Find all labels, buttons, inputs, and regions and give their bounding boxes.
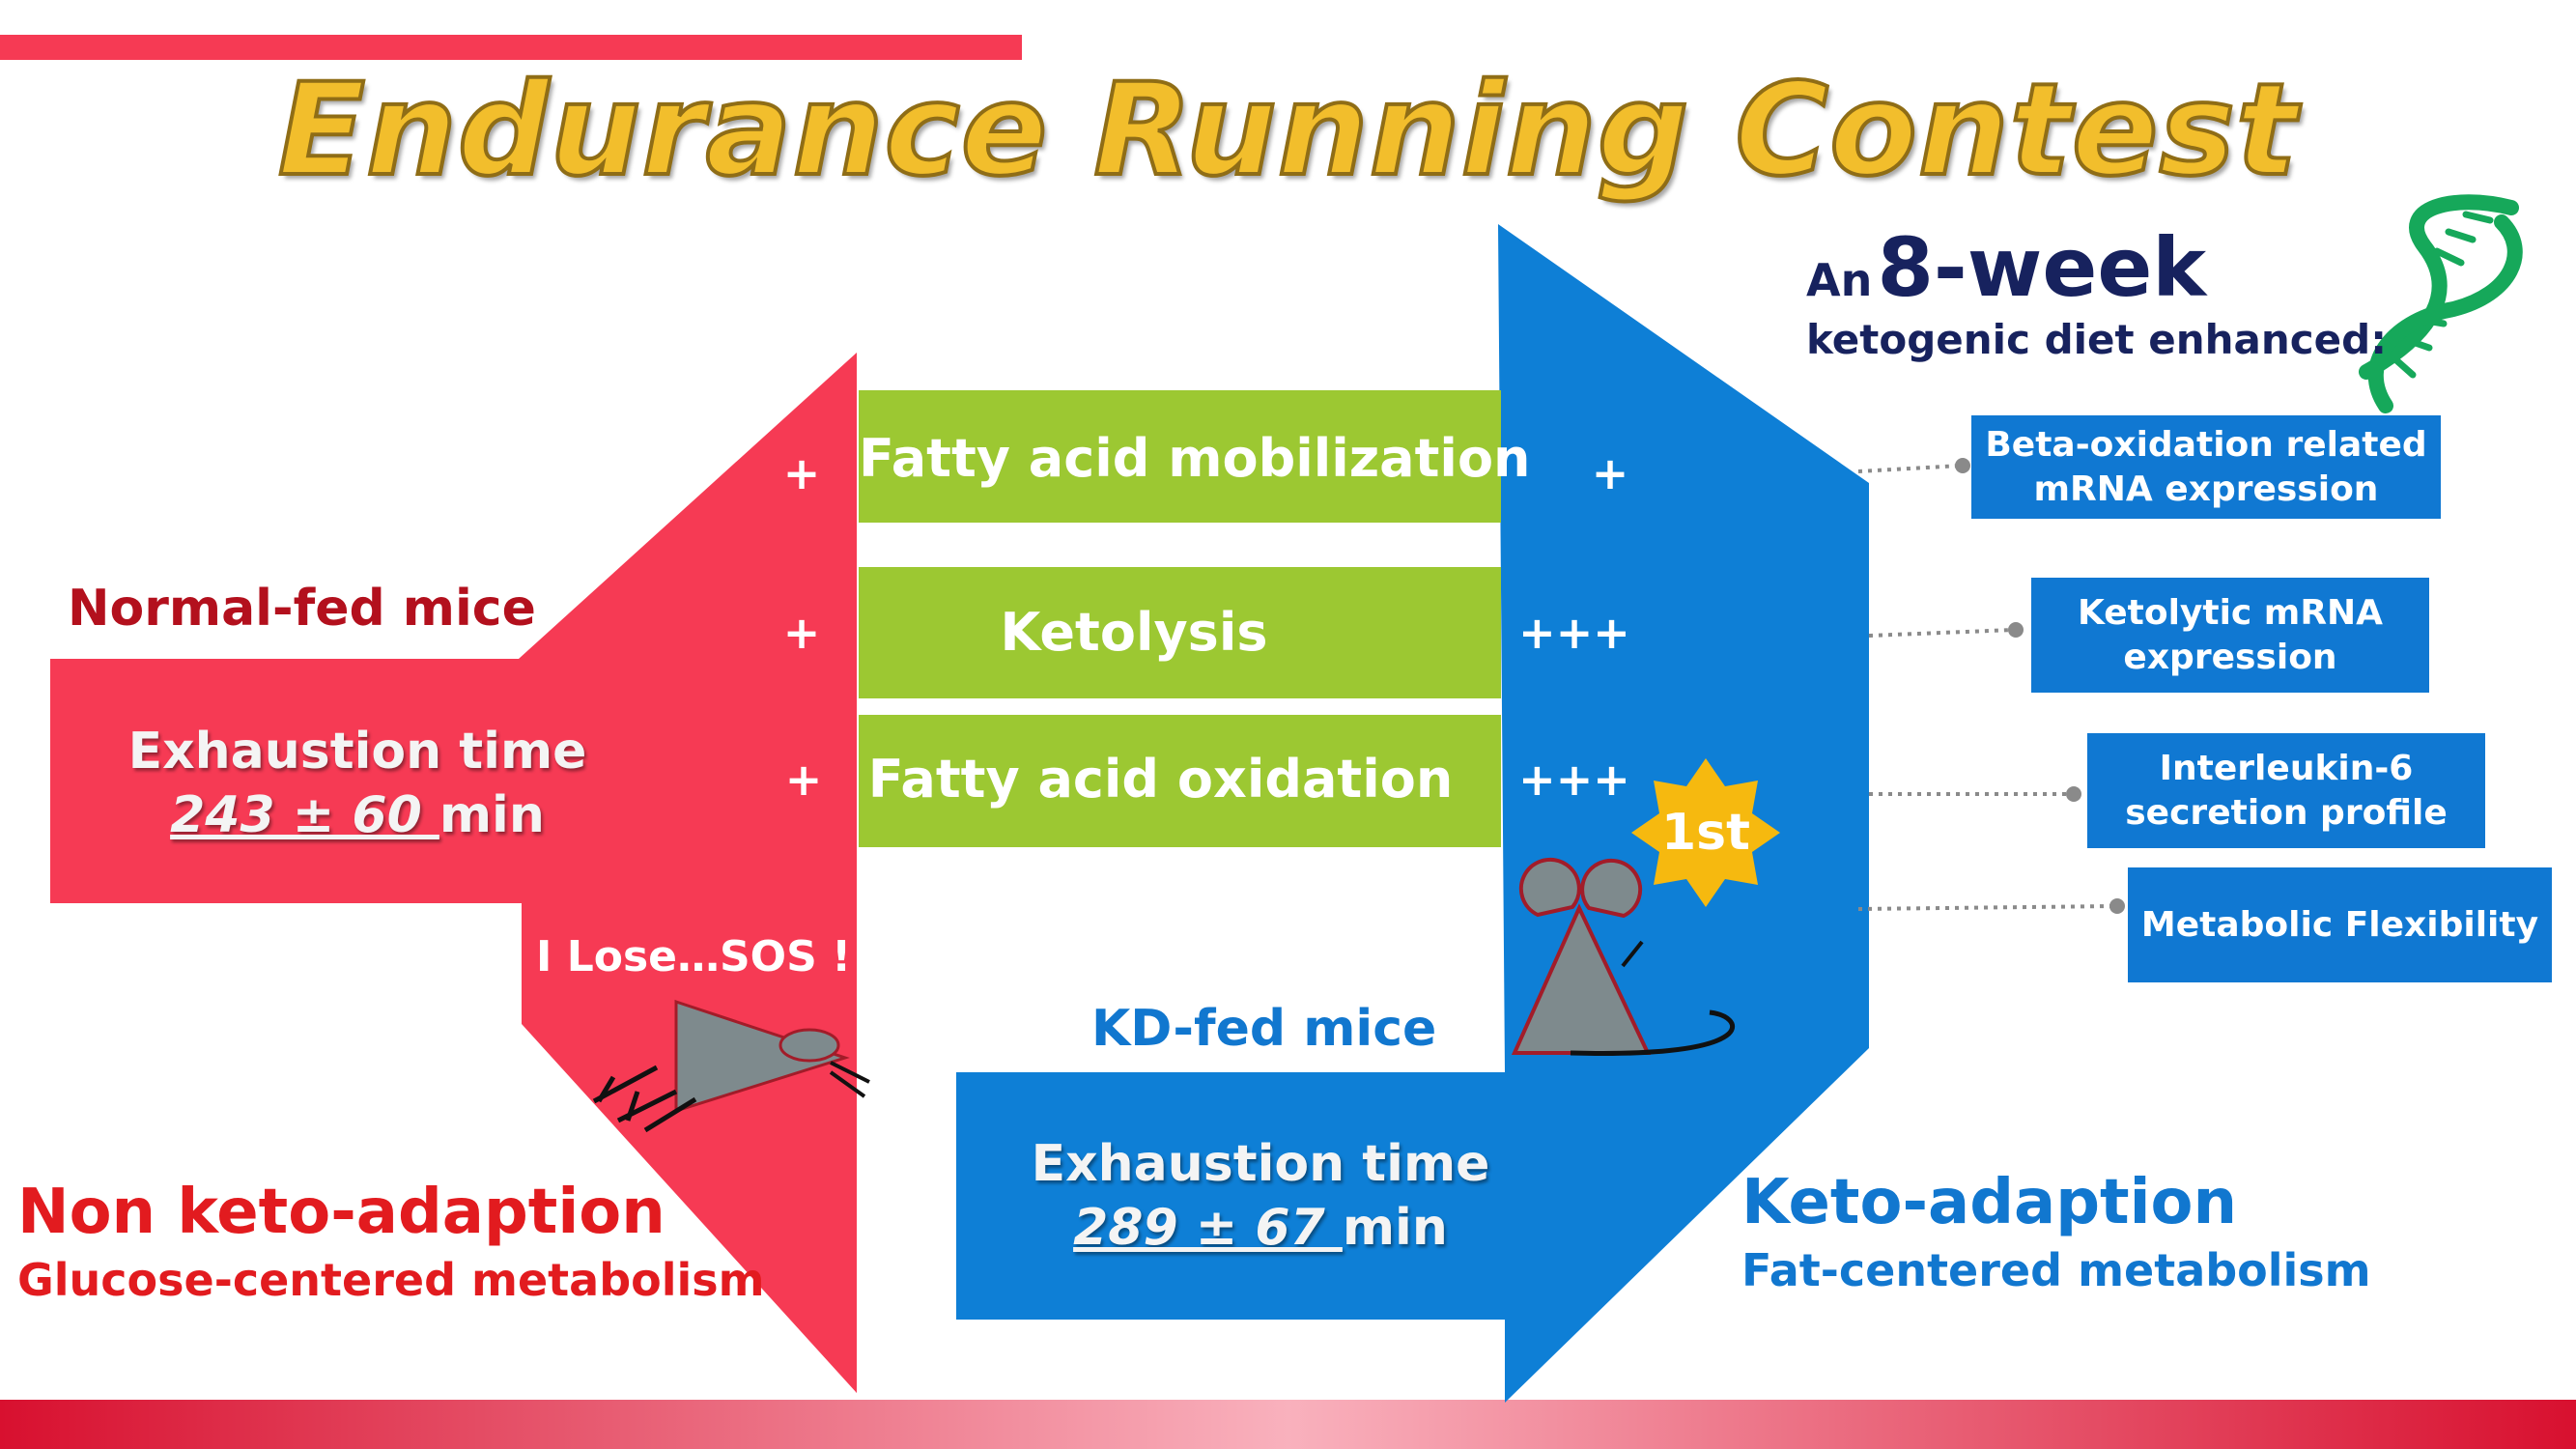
glucose-metabolism-label: Glucose-centered metabolism xyxy=(17,1254,765,1306)
normal-exhaustion: Exhaustion time 243 ± 60 min xyxy=(116,720,599,847)
effect-box-flexibility: Metabolic Flexibility xyxy=(2128,867,2552,982)
pathway-bar-oxidation xyxy=(859,715,1501,847)
normal-level-ketolysis: + xyxy=(782,607,821,659)
pathway-bar-ketolysis xyxy=(859,567,1501,698)
fat-metabolism-label: Fat-centered metabolism xyxy=(1741,1244,2371,1296)
first-place-label: 1st xyxy=(1661,804,1750,862)
losing-mouse-speech: I Lose…SOS ! xyxy=(536,932,852,981)
normal-exhaustion-unit: min xyxy=(439,786,545,844)
normal-fed-label: Normal-fed mice xyxy=(68,580,536,638)
normal-exhaustion-time: 243 ± 60 min xyxy=(116,783,599,847)
kd-exhaustion-unit: min xyxy=(1342,1199,1448,1257)
pathway-label-ketolysis: Ketolysis xyxy=(1000,602,1268,663)
intro-prefix: An xyxy=(1806,254,1873,306)
non-keto-adaption-heading: Non keto-adaption xyxy=(17,1177,665,1248)
kd-level-ketolysis: +++ xyxy=(1518,607,1630,659)
pathway-label-oxidation: Fatty acid oxidation xyxy=(867,749,1454,810)
dna-icon xyxy=(2359,194,2523,413)
star-badge-icon xyxy=(1631,758,1780,907)
kd-fed-label: KD-fed mice xyxy=(1091,1000,1437,1058)
kd-exhaustion-value: 289 ± 67 xyxy=(1073,1199,1343,1257)
normal-fed-arrow-body xyxy=(50,353,857,1393)
effect-box-beta-oxidation: Beta-oxidation related mRNA expression xyxy=(1971,415,2441,519)
pathway-label-mobilization: Fatty acid mobilization xyxy=(859,428,1531,489)
page-title: Endurance Running Contest xyxy=(276,56,2299,205)
diet-intro: An 8-week xyxy=(1806,220,2206,315)
intro-highlight: 8-week xyxy=(1877,220,2207,315)
losing-mouse-icon xyxy=(592,999,870,1133)
mouse-icon xyxy=(1511,857,1736,1056)
kd-exhaustion: Exhaustion time 289 ± 67 min xyxy=(1019,1132,1502,1260)
connector-dots xyxy=(1955,458,2125,914)
kd-level-oxidation: +++ xyxy=(1518,753,1630,806)
normal-level-oxidation: + xyxy=(784,753,823,806)
kd-fed-arrow xyxy=(956,224,1869,1403)
bottom-gradient-band xyxy=(0,1400,2576,1449)
normal-exhaustion-value: 243 ± 60 xyxy=(170,786,439,844)
intro-line2: ketogenic diet enhanced: xyxy=(1806,316,2388,363)
kd-exhaustion-time: 289 ± 67 min xyxy=(1019,1196,1502,1260)
kd-level-mobilization: + xyxy=(1591,447,1629,499)
normal-exhaustion-label: Exhaustion time xyxy=(127,723,587,781)
effect-connectors xyxy=(1857,464,2116,911)
effect-box-interleukin: Interleukin-6 secretion profile xyxy=(2087,733,2485,848)
effect-box-ketolytic: Ketolytic mRNA expression xyxy=(2031,578,2429,693)
pathway-bar-mobilization xyxy=(859,390,1501,523)
kd-exhaustion-label: Exhaustion time xyxy=(1031,1135,1490,1193)
keto-adaption-heading: Keto-adaption xyxy=(1741,1167,2238,1238)
normal-level-mobilization: + xyxy=(782,447,821,499)
top-accent-bar xyxy=(0,35,1022,60)
